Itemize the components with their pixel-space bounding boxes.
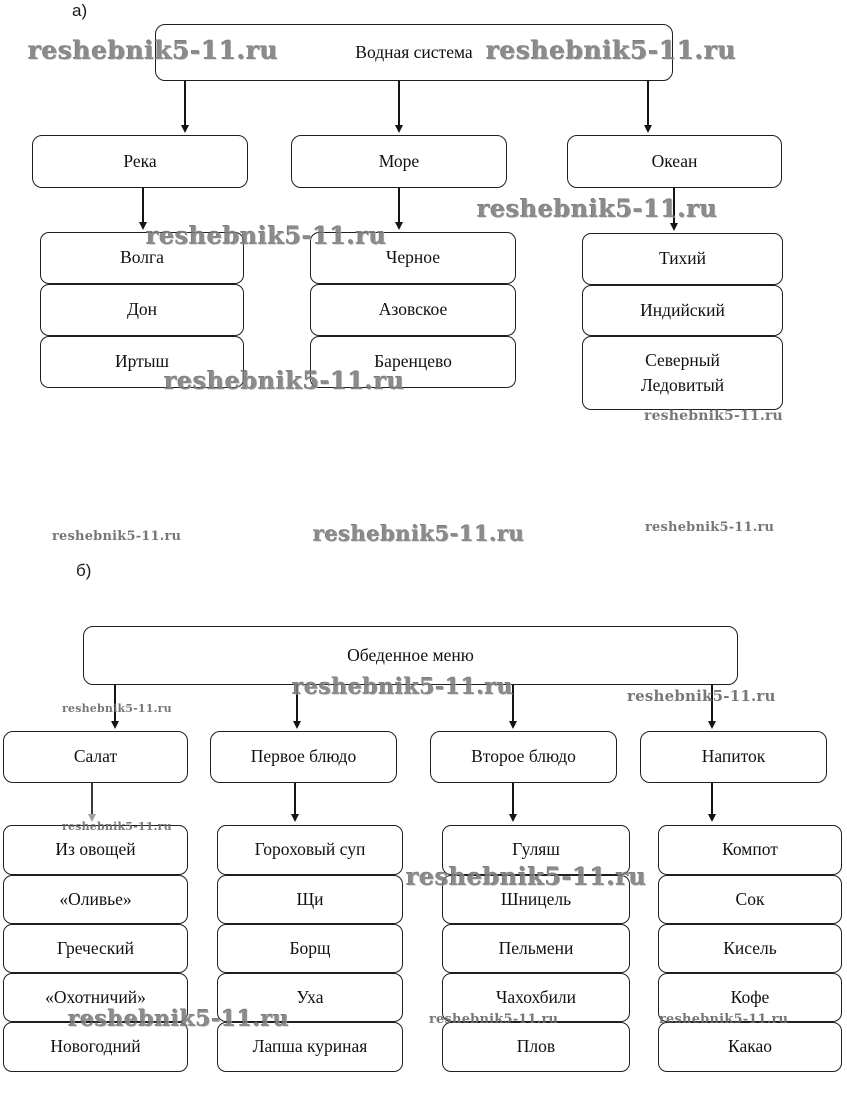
connector-arrow <box>394 188 403 230</box>
watermark-text: reshebnik5-11.ru <box>659 1012 789 1027</box>
watermark-text: reshebnik5-11.ru <box>486 36 737 65</box>
node-novogodniy: Новогодний <box>3 1022 188 1072</box>
node-kompot: Компот <box>658 825 842 875</box>
node-shchi: Щи <box>217 875 403 924</box>
connector-arrow <box>508 783 517 822</box>
node-kisel: Кисель <box>658 924 842 973</box>
connector-arrow <box>138 188 147 230</box>
section-a-label: а) <box>72 1 88 20</box>
node-drink: Напиток <box>640 731 827 783</box>
connector-arrow <box>669 188 678 231</box>
watermark-text: reshebnik5-11.ru <box>627 687 776 705</box>
watermark-text: reshebnik5-11.ru <box>146 221 387 250</box>
node-gorokhovy-sup: Гороховый суп <box>217 825 403 875</box>
node-severny-ledovity: Северный Ледовитый <box>582 336 783 410</box>
watermark-text: reshebnik5-11.ru <box>62 702 172 715</box>
node-water-system: Водная система <box>155 24 673 81</box>
node-sea: Море <box>291 135 507 188</box>
watermark-text: reshebnik5-11.ru <box>406 862 647 891</box>
node-river: Река <box>32 135 248 188</box>
node-sok: Сок <box>658 875 842 924</box>
node-chernoe: Черное <box>310 232 516 284</box>
node-indiyskiy: Индийский <box>582 285 783 336</box>
node-volga: Волга <box>40 232 244 284</box>
node-second-course: Второе блюдо <box>430 731 617 783</box>
node-azovskoe: Азовское <box>310 284 516 336</box>
node-iz-ovoshchey: Из овощей <box>3 825 188 875</box>
node-barencevo: Баренцево <box>310 336 516 388</box>
section-b-label: б) <box>76 561 92 580</box>
connector-arrow <box>110 685 119 729</box>
node-salad: Салат <box>3 731 188 783</box>
connector-arrow <box>643 81 652 133</box>
watermark-text: reshebnik5-11.ru <box>313 521 525 546</box>
node-pelmeni: Пельмени <box>442 924 630 973</box>
node-lunch-menu: Обеденное меню <box>83 626 738 685</box>
node-lapsha: Лапша куриная <box>217 1022 403 1072</box>
node-chakhokhbili: Чахохбили <box>442 973 630 1022</box>
connector-arrow <box>180 81 189 133</box>
watermark-text: reshebnik5-11.ru <box>28 36 279 65</box>
connector-arrow <box>394 81 403 133</box>
watermark-text: reshebnik5-11.ru <box>292 674 514 700</box>
node-grecheskiy: Греческий <box>3 924 188 973</box>
watermark-text: reshebnik5-11.ru <box>164 366 405 395</box>
connector-arrow <box>707 685 716 729</box>
watermark-text: reshebnik5-11.ru <box>477 194 718 223</box>
node-first-course: Первое блюдо <box>210 731 397 783</box>
node-kofe: Кофе <box>658 973 842 1022</box>
node-plov: Плов <box>442 1022 630 1072</box>
watermark-text: reshebnik5-11.ru <box>68 1006 290 1032</box>
node-tikhiy: Тихий <box>582 233 783 285</box>
node-ocean: Океан <box>567 135 782 188</box>
connector-arrow <box>87 783 96 822</box>
connector-arrow <box>290 783 299 822</box>
node-borshch: Борщ <box>217 924 403 973</box>
node-gulyash: Гуляш <box>442 825 630 875</box>
node-don: Дон <box>40 284 244 336</box>
node-shnitsel: Шницель <box>442 875 630 924</box>
node-ukha: Уха <box>217 973 403 1022</box>
connector-arrow <box>707 783 716 822</box>
node-okhotnichiy: «Охотничий» <box>3 973 188 1022</box>
watermark-text: reshebnik5-11.ru <box>644 408 783 424</box>
watermark-text: reshebnik5-11.ru <box>429 1012 559 1027</box>
connector-arrow <box>292 685 301 729</box>
watermark-text: reshebnik5-11.ru <box>52 529 182 544</box>
node-kakao: Какао <box>658 1022 842 1072</box>
watermark-text: reshebnik5-11.ru <box>645 520 775 535</box>
node-olivie: «Оливье» <box>3 875 188 924</box>
connector-arrow <box>508 685 517 729</box>
node-irtysh: Иртыш <box>40 336 244 388</box>
watermark-text: reshebnik5-11.ru <box>62 820 172 833</box>
